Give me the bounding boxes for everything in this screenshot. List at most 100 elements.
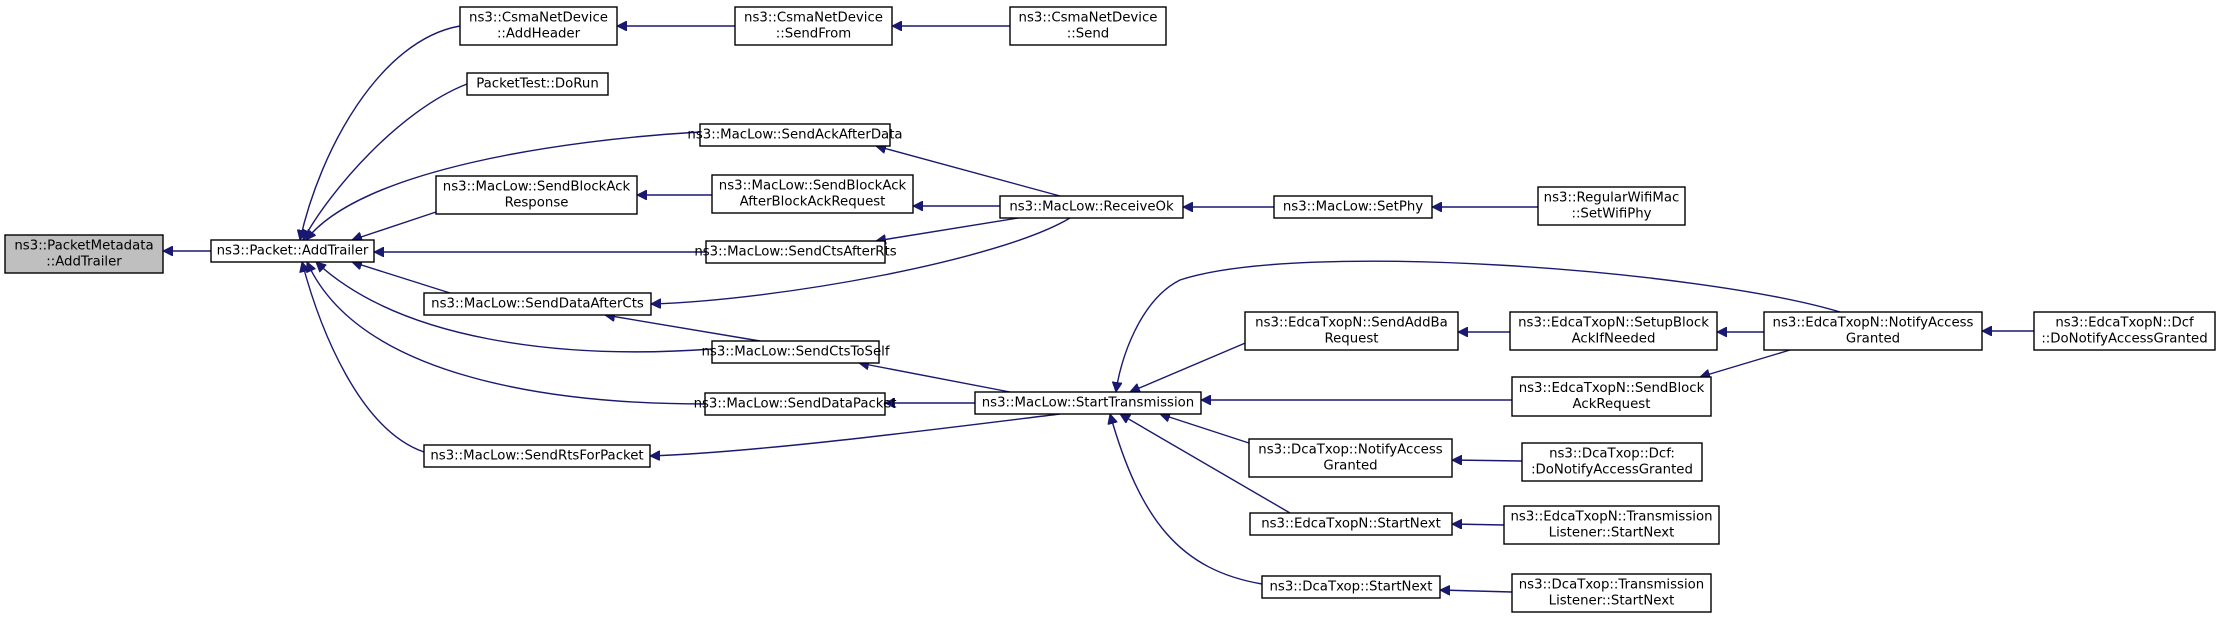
edge-arrow [352,211,437,240]
node-box [1511,573,1712,613]
edge-arrow [1130,340,1251,392]
edge-edca_sendaddbarequest-to-maclow_starttransmission [1130,340,1251,392]
edge-arrow [876,146,1061,197]
node-label-line: Response [505,196,569,211]
node-regularwifimac_setwifiphy[interactable]: ns3::RegularWifiMac::SetWifiPhy [1537,186,1686,226]
node-label-line: Request [1324,332,1378,347]
node-label-line: PacketTest::DoRun [476,77,599,92]
node-label-line: Listener::StartNext [1549,526,1675,541]
edge-arrow [650,413,1061,456]
node-label-line: ::AddHeader [497,27,581,42]
node-box [974,391,1202,415]
node-label-line: ns3::MacLow::SendRtsForPacket [430,449,643,464]
node-maclow_sendackafterdata[interactable]: ns3::MacLow::SendAckAfterData [687,123,903,147]
node-label-line: ::DoNotifyAccessGranted [2041,332,2207,347]
node-box [705,240,886,264]
node-label-line: ns3::MacLow::SendDataAfterCts [431,297,644,312]
node-label-line: ns3::EdcaTxopN::Transmission [1510,510,1712,525]
node-box [435,175,638,215]
node-maclow_setphy[interactable]: ns3::MacLow::SetPhy [1273,195,1433,219]
node-dca_notifyaccessgranted[interactable]: ns3::DcaTxop::NotifyAccessGranted [1248,438,1453,478]
node-maclow_senddatapacket[interactable]: ns3::MacLow::SendDataPacket [694,392,897,416]
node-label-line: ns3::MacLow::SetPhy [1283,200,1423,215]
node-label-line: ns3::MacLow::SendCtsAfterRts [694,245,896,260]
edge-edca_notifyaccessgranted-to-maclow_starttransmission [1116,260,1841,392]
node-edca_notifyaccessgranted[interactable]: ns3::EdcaTxopN::NotifyAccessGranted [1763,311,1983,351]
node-label-line: ns3::CsmaNetDevice [469,11,608,26]
node-maclow_sendctsafterrts[interactable]: ns3::MacLow::SendCtsAfterRts [694,240,897,264]
node-label-line: ns3::Packet::AddTrailer [217,244,369,259]
node-maclow_sendrtsforpacket[interactable]: ns3::MacLow::SendRtsForPacket [423,444,651,468]
node-box [1261,575,1441,599]
node-label-line: ::SendFrom [776,27,851,42]
node-label-line: ns3::EdcaTxopN::SetupBlock [1518,316,1709,331]
edge-maclow_sendctstoself-to-maclow_senddataaftercts [605,315,761,342]
edge-arrow [1452,524,1505,525]
node-box [1249,512,1453,536]
node-packet_addtrailer[interactable]: ns3::Packet::AddTrailer [210,239,375,263]
node-label-line: ns3::MacLow::SendBlockAck [443,180,631,195]
edge-arrow [605,315,761,342]
node-edca_transmissionlistener_startnext[interactable]: ns3::EdcaTxopN::TransmissionListener::St… [1503,505,1720,545]
node-maclow_receiveok[interactable]: ns3::MacLow::ReceiveOk [999,195,1184,219]
node-box [1521,442,1703,482]
edge-edca_notifyaccessgranted-to-edca_sendblockackrequest [1700,349,1791,377]
node-csma_send[interactable]: ns3::CsmaNetDevice::Send [1009,6,1167,46]
edge-packettest_dorun-to-packet_addtrailer [302,83,468,240]
node-box [1509,311,1718,351]
edge-edca_startnext-to-maclow_starttransmission [1120,413,1291,514]
node-pm_addtrailer[interactable]: ns3::PacketMetadata::AddTrailer [4,234,164,274]
node-box [1503,505,1720,545]
node-maclow_sendctstoself[interactable]: ns3::MacLow::SendCtsToSelf [701,340,890,364]
node-dca_startnext[interactable]: ns3::DcaTxop::StartNext [1261,575,1441,599]
node-dca_transmissionlistener_startnext[interactable]: ns3::DcaTxop::TransmissionListener::Star… [1511,573,1712,613]
node-dca_dcf_donotifyaccessgranted[interactable]: ns3::DcaTxop::Dcf::DoNotifyAccessGranted [1521,442,1703,482]
edge-maclow_sendrtsforpacket-to-packet_addtrailer [302,262,425,453]
node-label-line: Granted [1846,332,1900,347]
node-edca_startnext[interactable]: ns3::EdcaTxopN::StartNext [1249,512,1453,536]
edge-maclow_starttransmission-to-maclow_sendctstoself [859,363,1011,393]
node-label-line: ns3::RegularWifiMac [1544,191,1680,206]
node-box [459,6,618,46]
edge-maclow_senddatapacket-to-packet_addtrailer [307,262,706,405]
nodes-layer: ns3::PacketMetadata::AddTrailerns3::Pack… [4,6,2216,613]
node-label-line: ns3::MacLow::SendAckAfterData [687,128,902,143]
node-packettest_dorun[interactable]: PacketTest::DoRun [466,72,609,96]
node-label-line: ns3::MacLow::SendDataPacket [694,397,897,412]
node-box [734,6,893,46]
node-label-line: ns3::MacLow::StartTransmission [982,396,1195,411]
node-label-line: ::Send [1067,27,1109,42]
node-box [423,444,651,468]
node-label-line: ::AddTrailer [46,255,122,270]
node-maclow_sendblockackafterblockackrequest[interactable]: ns3::MacLow::SendBlockAckAfterBlockAckRe… [711,174,914,214]
edge-arrow [1452,460,1523,461]
node-label-line: ns3::DcaTxop::NotifyAccess [1258,443,1442,458]
node-csma_addheader[interactable]: ns3::CsmaNetDevice::AddHeader [459,6,618,46]
node-label-line: ns3::DcaTxop::Dcf: [1549,447,1675,462]
edge-arrow [1440,590,1513,592]
node-box [4,234,164,274]
node-box [999,195,1184,219]
node-box [466,72,609,96]
node-csma_sendfrom[interactable]: ns3::CsmaNetDevice::SendFrom [734,6,893,46]
edge-dca_transmissionlistener_startnext-to-dca_startnext [1440,590,1513,592]
node-label-line: ns3::EdcaTxopN::SendBlock [1519,381,1705,396]
node-label-line: AfterBlockAckRequest [740,195,886,210]
node-maclow_senddataaftercts[interactable]: ns3::MacLow::SendDataAfterCts [423,292,652,316]
node-label-line: ns3::CsmaNetDevice [744,11,883,26]
node-maclow_starttransmission[interactable]: ns3::MacLow::StartTransmission [974,391,1202,415]
node-label-line: Listener::StartNext [1549,594,1675,609]
edge-arrow [316,262,713,353]
edge-arrow [1116,260,1841,392]
edge-maclow_senddataaftercts-to-packet_addtrailer [352,262,451,294]
edge-arrow [859,363,1011,393]
node-label-line: ns3::EdcaTxopN::StartNext [1261,517,1441,532]
node-label-line: ns3::PacketMetadata [14,239,153,254]
edge-arrow [1700,349,1791,377]
node-label-line: ns3::EdcaTxopN::Dcf [2055,316,2194,331]
node-edca_dcf_donotifyaccessgranted[interactable]: ns3::EdcaTxopN::Dcf::DoNotifyAccessGrant… [2033,311,2216,351]
